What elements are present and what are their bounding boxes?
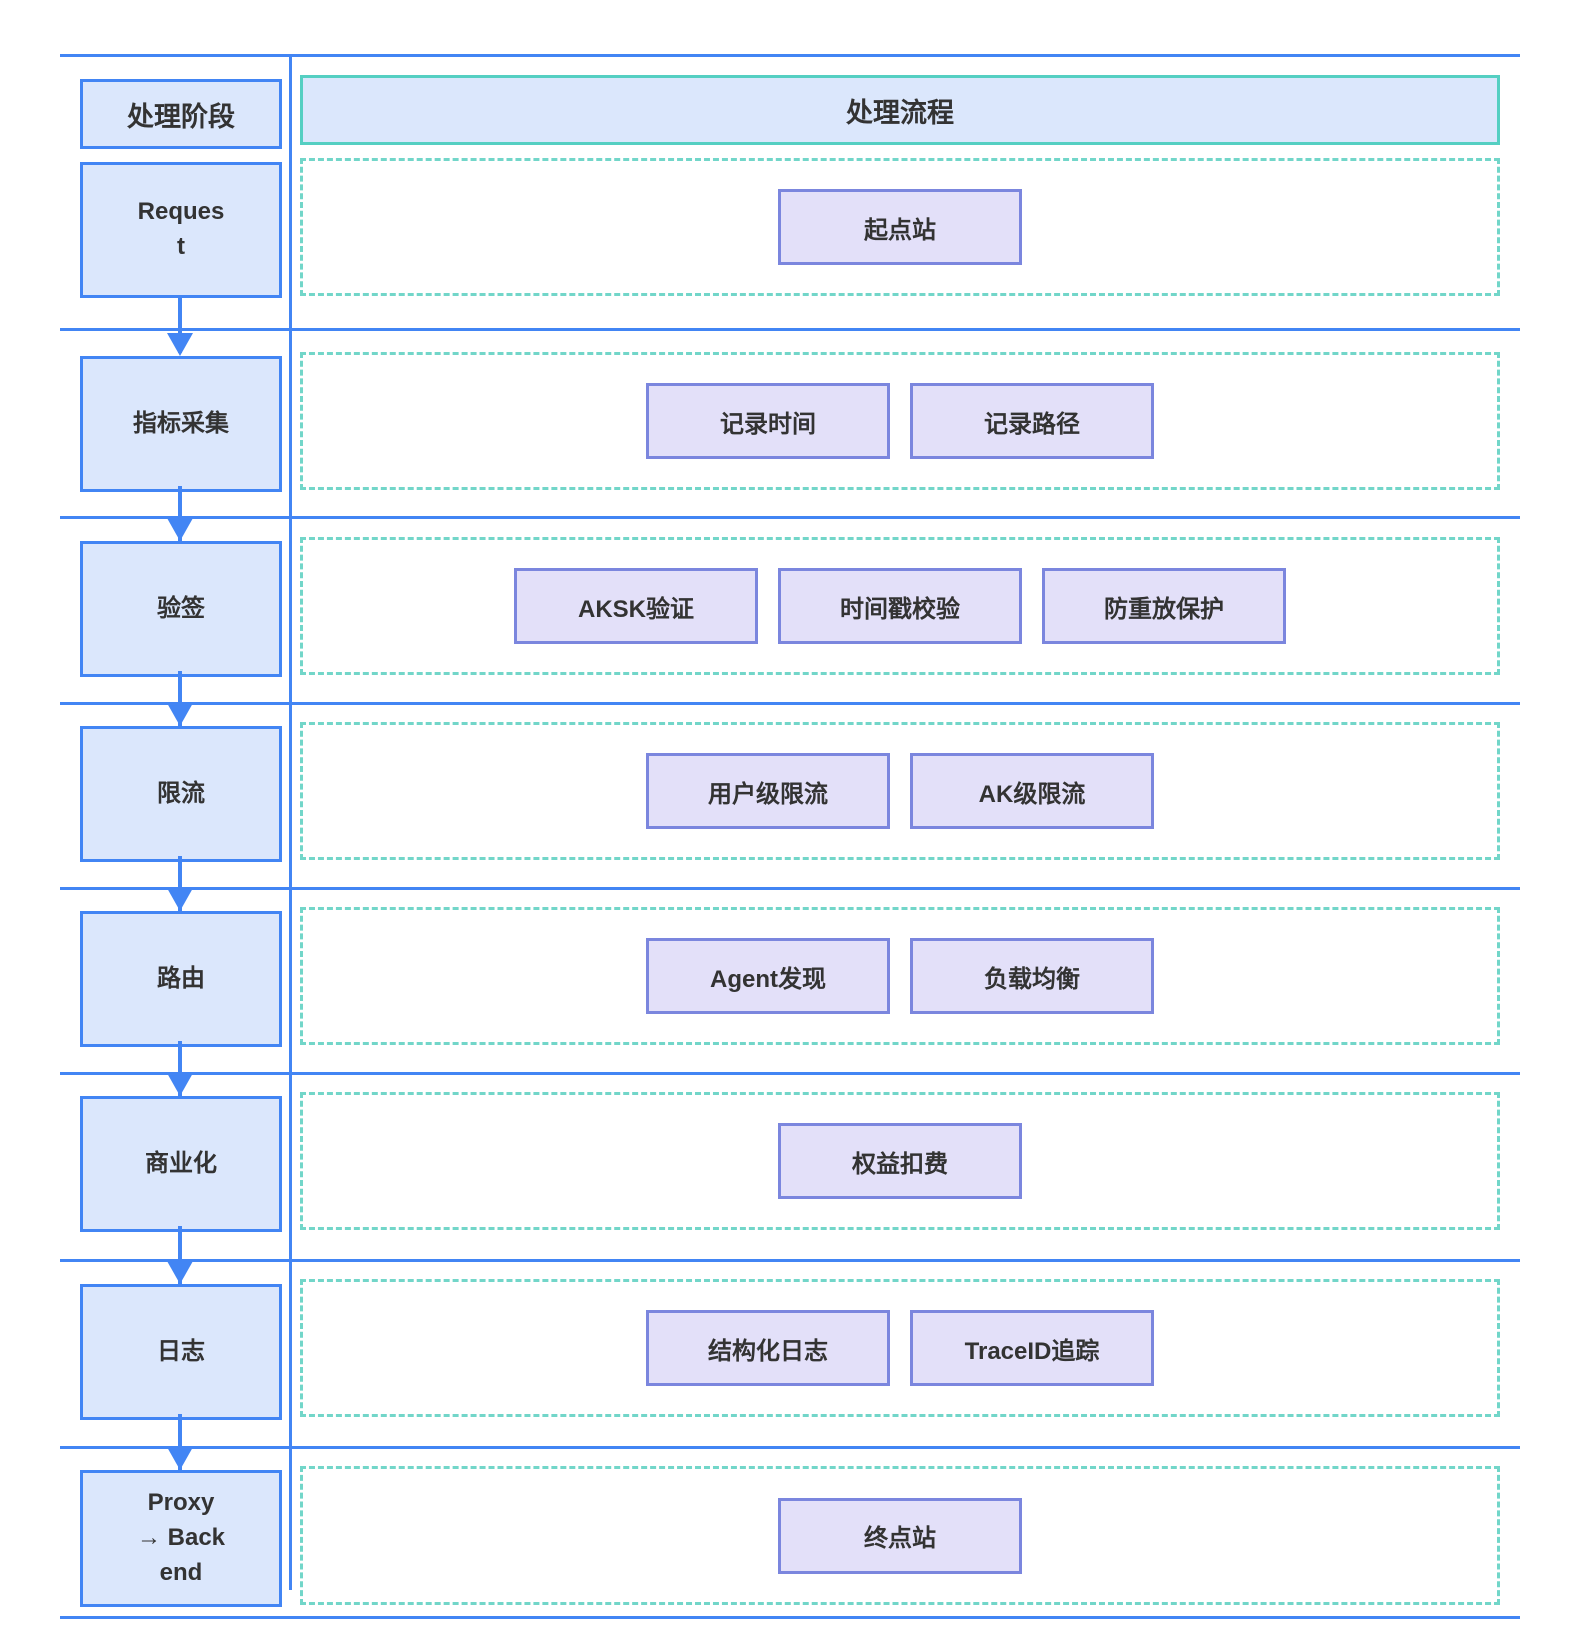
flow-zone-routing: Agent发现 负载均衡	[300, 907, 1500, 1045]
flow-node: 时间戳校验	[778, 568, 1022, 644]
stage-box-proxy-backend: Proxy → Back end	[80, 1470, 282, 1607]
flow-arrow-stem	[178, 1041, 182, 1096]
lane-divider-2	[60, 516, 1520, 519]
flow-node: 权益扣费	[778, 1123, 1022, 1199]
flow-arrow-head	[167, 1073, 193, 1096]
flow-node: 防重放保护	[1042, 568, 1286, 644]
lane-divider-top	[60, 54, 1520, 57]
stage-box-routing: 路由	[80, 911, 282, 1047]
flow-arrow-stem	[178, 295, 182, 353]
flow-arrow-stem	[178, 1226, 182, 1284]
flow-node: TraceID追踪	[910, 1310, 1154, 1386]
lane-divider-6	[60, 1259, 1520, 1262]
flow-node: 结构化日志	[646, 1310, 890, 1386]
column-divider	[289, 54, 292, 1590]
stage-box-ratelimit: 限流	[80, 726, 282, 862]
lane-divider-3	[60, 702, 1520, 705]
flow-column-header: 处理流程	[300, 75, 1500, 145]
lane-divider-7	[60, 1446, 1520, 1449]
flow-zone-request: 起点站	[300, 158, 1500, 296]
stage-box-request: Reques t	[80, 162, 282, 298]
flow-node: Agent发现	[646, 938, 890, 1014]
stage-box-logging: 日志	[80, 1284, 282, 1420]
flow-zone-signature: AKSK验证 时间戳校验 防重放保护	[300, 537, 1500, 675]
flow-node: AK级限流	[910, 753, 1154, 829]
flow-arrow-head	[167, 333, 193, 356]
flow-arrow-stem	[178, 856, 182, 911]
flow-arrow-head	[167, 888, 193, 911]
flow-zone-proxy-backend: 终点站	[300, 1466, 1500, 1605]
stage-column-header: 处理阶段	[80, 79, 282, 149]
flow-node: 起点站	[778, 189, 1022, 265]
flow-zone-metrics: 记录时间 记录路径	[300, 352, 1500, 490]
flow-arrow-stem	[178, 486, 182, 541]
flow-arrow-head	[167, 1447, 193, 1470]
stage-box-metrics: 指标采集	[80, 356, 282, 492]
flow-zone-logging: 结构化日志 TraceID追踪	[300, 1279, 1500, 1417]
flow-node: 记录路径	[910, 383, 1154, 459]
flow-arrow-stem	[178, 671, 182, 726]
flow-node: 用户级限流	[646, 753, 890, 829]
stage-box-signature: 验签	[80, 541, 282, 677]
lane-divider-4	[60, 887, 1520, 890]
stage-box-billing: 商业化	[80, 1096, 282, 1232]
flow-node: 负载均衡	[910, 938, 1154, 1014]
flow-zone-billing: 权益扣费	[300, 1092, 1500, 1230]
flow-arrow-head	[167, 1261, 193, 1284]
lane-divider-5	[60, 1072, 1520, 1075]
flow-node: AKSK验证	[514, 568, 758, 644]
flow-zone-ratelimit: 用户级限流 AK级限流	[300, 722, 1500, 860]
lane-divider-bottom	[60, 1616, 1520, 1619]
flow-node: 记录时间	[646, 383, 890, 459]
flow-arrow-head	[167, 703, 193, 726]
flow-arrow-stem	[178, 1414, 182, 1470]
flow-node: 终点站	[778, 1497, 1022, 1574]
flow-arrow-head	[167, 518, 193, 541]
lane-divider-1	[60, 328, 1520, 331]
